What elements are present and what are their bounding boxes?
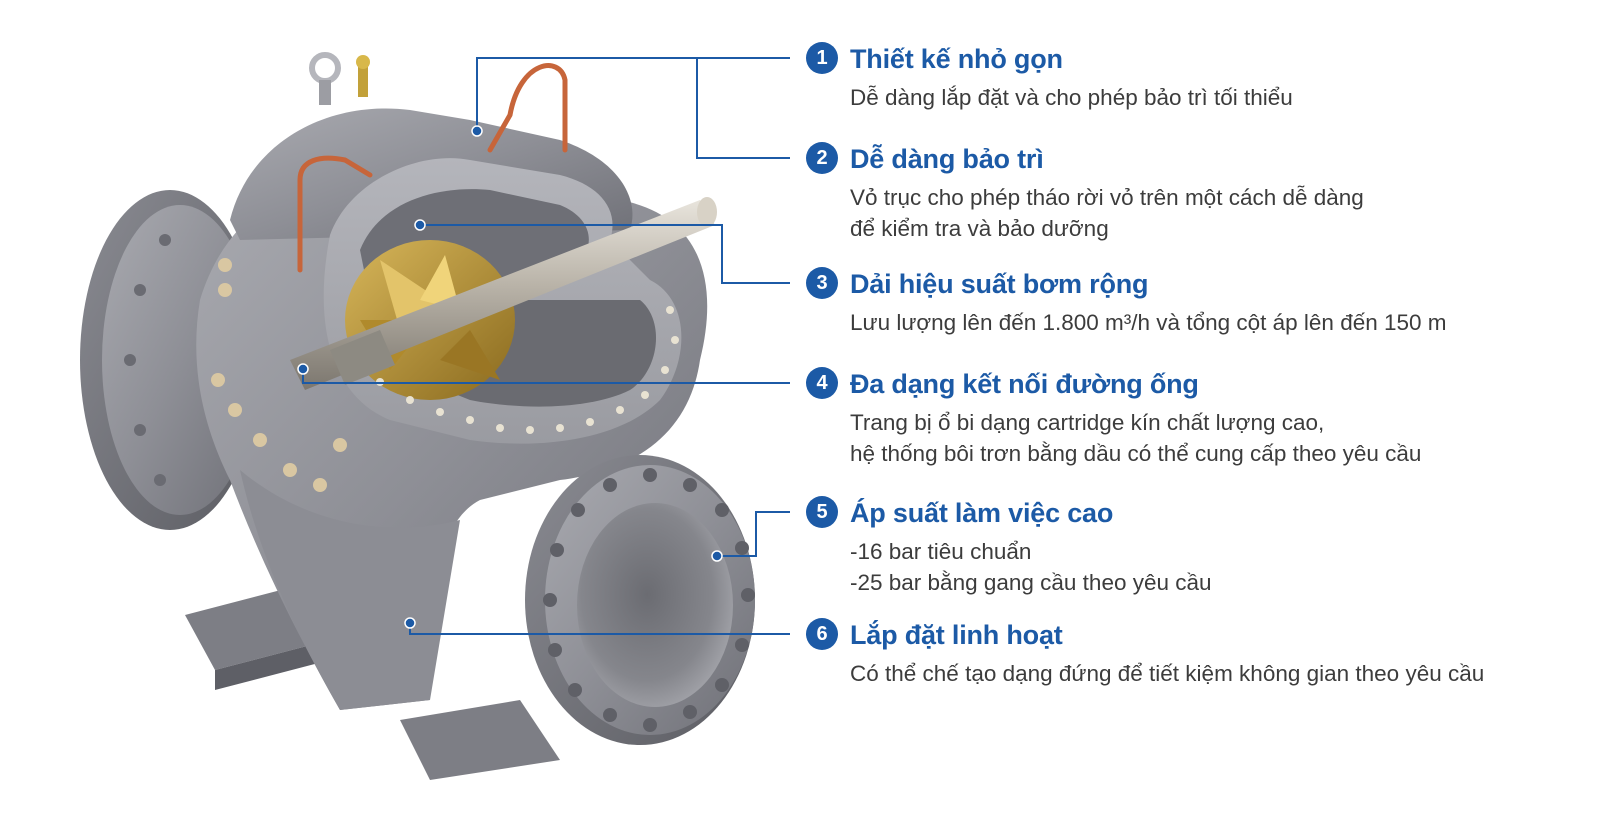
feature-description-line: -25 bar bằng gang cầu theo yêu cầu (850, 570, 1212, 595)
feature-description-line: để kiểm tra và bảo dưỡng (850, 216, 1109, 241)
leader-line-3 (420, 224, 790, 284)
lifting-eye (309, 52, 370, 105)
feature-title: Đa dạng kết nối đường ống (850, 369, 1199, 399)
feature-description-line: -16 bar tiêu chuẩn (850, 539, 1032, 564)
feature-description-line: hệ thống bôi trơn bằng dầu có thể cung c… (850, 441, 1422, 466)
leader-dots (297, 125, 723, 629)
feature-number-badge: 4 (806, 367, 838, 399)
leader-line-2 (696, 58, 790, 159)
feature-title: Dễ dàng bảo trì (850, 144, 1044, 174)
feature-title: Lắp đặt linh hoạt (850, 620, 1063, 650)
feature-description-line: Dễ dàng lắp đặt và cho phép bảo trì tối … (850, 85, 1293, 110)
leader-dot-5 (711, 550, 723, 562)
feature-description: Có thể chế tạo dạng đứng để tiết kiệm kh… (850, 658, 1484, 689)
pump-shaft (290, 197, 717, 390)
leader-line-1 (476, 57, 790, 131)
leader-dot-3 (414, 219, 426, 231)
leader-dot-4 (297, 363, 309, 375)
feature-description: Trang bị ổ bi dạng cartridge kín chất lư… (850, 407, 1421, 469)
feature-number-badge: 3 (806, 267, 838, 299)
feature-title: Thiết kế nhỏ gọn (850, 44, 1063, 74)
feature-description: Lưu lượng lên đến 1.800 m³/h và tổng cột… (850, 307, 1447, 338)
leader-line-5 (717, 511, 790, 557)
feature-description-line: Trang bị ổ bi dạng cartridge kín chất lư… (850, 410, 1325, 435)
feature-description-line: Có thể chế tạo dạng đứng để tiết kiệm kh… (850, 661, 1485, 686)
outlet-flange (525, 455, 755, 745)
feature-description: Dễ dàng lắp đặt và cho phép bảo trì tối … (850, 82, 1293, 113)
feature-number-badge: 1 (806, 42, 838, 74)
feature-description: -16 bar tiêu chuẩn -25 bar bằng gang cầu… (850, 536, 1212, 598)
feature-title: Dải hiệu suất bơm rộng (850, 269, 1149, 299)
feature-number-badge: 6 (806, 618, 838, 650)
feature-number-badge: 2 (806, 142, 838, 174)
leader-dot-1 (471, 125, 483, 137)
feature-number-badge: 5 (806, 496, 838, 528)
feature-description-line: Vỏ trục cho phép tháo rời vỏ trên một cá… (850, 185, 1364, 210)
oil-pipes (297, 63, 568, 273)
feature-description-line: Lưu lượng lên đến 1.800 m³/h và tổng cột… (850, 310, 1447, 335)
feature-title: Áp suất làm việc cao (850, 498, 1114, 528)
feature-description: Vỏ trục cho phép tháo rời vỏ trên một cá… (850, 182, 1364, 244)
leader-dot-6 (404, 617, 416, 629)
